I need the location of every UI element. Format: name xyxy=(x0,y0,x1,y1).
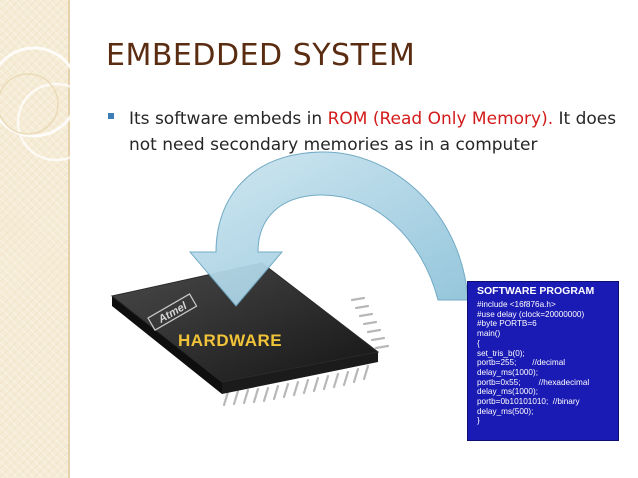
code-line: portb=255; //decimal xyxy=(477,358,566,368)
software-program-title: SOFTWARE PROGRAM xyxy=(477,285,595,297)
code-line: delay_ms(1000); xyxy=(477,367,538,377)
code-line: #byte PORTB=6 xyxy=(477,319,537,329)
rom-highlight: ROM (Read Only Memory). xyxy=(327,109,554,129)
band-divider xyxy=(68,0,70,478)
hardware-label: HARDWARE xyxy=(178,331,283,350)
code-line: #include <16f876a.h> xyxy=(477,300,556,309)
code-line: delay_ms(500); xyxy=(477,406,534,416)
bullet-item: Its software embeds in ROM (Read Only Me… xyxy=(108,106,618,158)
code-line: main() xyxy=(477,329,501,339)
code-listing: #include <16f876a.h> #use delay (clock=2… xyxy=(477,300,618,426)
curved-arrow-icon xyxy=(188,151,469,307)
decorative-rings xyxy=(0,46,96,162)
bullet-text-end: It does not need secondary memories as i… xyxy=(129,109,617,155)
code-line: portb=0x55; //hexadecimal xyxy=(477,377,590,387)
code-line: set_tris_b(0); xyxy=(477,348,525,358)
code-line: } xyxy=(477,416,480,426)
chip-icon: Atmel xyxy=(110,262,390,407)
slide-title: EMBEDDED SYSTEM xyxy=(106,38,416,73)
square-bullet-icon xyxy=(108,113,114,119)
code-line: delay_ms(1000); xyxy=(477,387,538,397)
code-line: { xyxy=(477,338,480,348)
bullet-text: Its software embeds in ROM (Read Only Me… xyxy=(129,106,618,158)
code-line: #use delay (clock=20000000) xyxy=(477,309,585,319)
software-program-panel: SOFTWARE PROGRAM #include <16f876a.h> #u… xyxy=(467,281,619,441)
bullet-text-start: Its software embeds in xyxy=(129,109,328,129)
code-line: portb=0b10101010; //binary xyxy=(477,397,580,407)
